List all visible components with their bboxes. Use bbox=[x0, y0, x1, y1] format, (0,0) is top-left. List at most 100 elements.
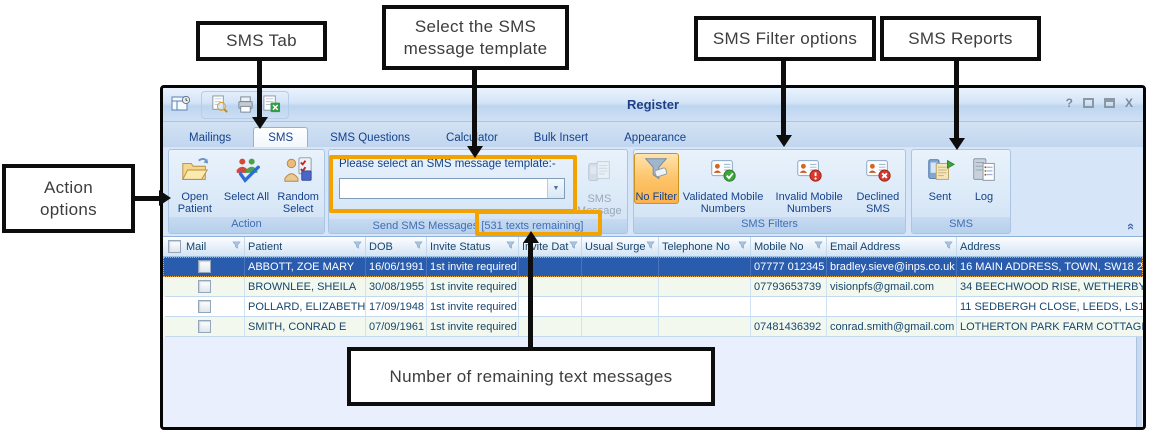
no-filter-button[interactable]: No Filter bbox=[634, 153, 679, 205]
server-log-icon bbox=[969, 155, 999, 190]
quick-access-toolbar bbox=[201, 90, 289, 119]
arrow-line bbox=[528, 243, 533, 347]
highlight-template-area bbox=[329, 155, 577, 213]
select-all-checkbox[interactable] bbox=[168, 240, 181, 253]
close-icon[interactable]: X bbox=[1124, 96, 1133, 110]
table-row[interactable]: BROWNLEE, SHEILA 30/08/1955 1st invite r… bbox=[163, 277, 1143, 297]
title-bar: Register ? X bbox=[163, 88, 1143, 122]
funnel-icon[interactable] bbox=[569, 241, 578, 253]
texts-remaining-label: [531 texts remaining] bbox=[481, 219, 584, 232]
funnel-icon[interactable] bbox=[353, 241, 362, 253]
callout-action-options: Action options bbox=[2, 164, 135, 233]
patient-grid: Mail Patient DOB Invite Status Invite Da… bbox=[163, 237, 1143, 427]
maximize-icon[interactable] bbox=[1103, 98, 1115, 108]
card-warning-icon bbox=[794, 155, 824, 190]
callout-sms-tab: SMS Tab bbox=[196, 21, 327, 61]
column-header-dob[interactable]: DOB bbox=[366, 237, 427, 256]
help-icon[interactable]: ? bbox=[1065, 96, 1073, 110]
callout-remaining-texts: Number of remaining text messages bbox=[347, 347, 715, 406]
arrow-down-icon bbox=[252, 117, 268, 129]
group-action: Open Patient Select All Random Select Ac… bbox=[168, 149, 325, 234]
table-row[interactable]: ABBOTT, ZOE MARY 16/06/1991 1st invite r… bbox=[163, 257, 1143, 277]
phone-document-icon bbox=[584, 157, 614, 192]
arrow-right-icon bbox=[159, 190, 171, 206]
row-checkbox[interactable] bbox=[198, 300, 211, 313]
open-patient-button[interactable]: Open Patient bbox=[169, 153, 221, 217]
scrollbar-track[interactable] bbox=[1136, 337, 1142, 427]
column-header-mobile[interactable]: Mobile No bbox=[751, 237, 827, 256]
row-checkbox[interactable] bbox=[198, 320, 211, 333]
window-controls: ? X bbox=[1066, 97, 1133, 109]
column-header-telephone[interactable]: Telephone No bbox=[659, 237, 751, 256]
invalid-mobile-numbers-button[interactable]: Invalid Mobile Numbers bbox=[768, 153, 851, 217]
chevron-down-icon[interactable]: ▼ bbox=[547, 179, 564, 198]
tab-mailings[interactable]: Mailings bbox=[189, 132, 232, 144]
ribbon: Open Patient Select All Random Select Ac… bbox=[163, 147, 1143, 237]
arrow-down-icon bbox=[949, 138, 965, 150]
card-cross-icon bbox=[863, 155, 893, 190]
select-all-button[interactable]: Select All bbox=[221, 153, 273, 204]
table-row[interactable]: POLLARD, ELIZABETH 17/09/1948 1st invite… bbox=[163, 297, 1143, 317]
group-sms-filters: No Filter Validated Mobile Numbers Inval… bbox=[633, 149, 906, 234]
app-grid-icon[interactable] bbox=[169, 93, 193, 117]
sms-message-button[interactable]: SMS Message bbox=[574, 155, 625, 219]
row-checkbox[interactable] bbox=[198, 280, 211, 293]
funnel-icon[interactable] bbox=[506, 241, 515, 253]
callout-select-template: Select the SMS message template bbox=[382, 5, 569, 70]
tab-calculator[interactable]: Calculator bbox=[432, 128, 512, 147]
arrow-line bbox=[257, 61, 262, 117]
arrow-down-icon bbox=[467, 146, 483, 158]
arrow-line bbox=[781, 61, 786, 135]
arrow-line bbox=[954, 61, 959, 138]
tab-sms-questions[interactable]: SMS Questions bbox=[330, 132, 411, 144]
table-row[interactable]: SMITH, CONRAD E 07/09/1961 1st invite re… bbox=[163, 317, 1143, 337]
callout-filter-options: SMS Filter options bbox=[694, 16, 876, 61]
card-check-icon bbox=[708, 155, 738, 190]
group-caption-sms: SMS bbox=[912, 217, 1010, 233]
ribbon-tab-bar: Mailings SMS SMS Questions Calculator Bu… bbox=[163, 122, 1143, 147]
arrow-line bbox=[472, 70, 477, 146]
group-caption-filters: SMS Filters bbox=[634, 217, 905, 233]
tab-bulk-insert[interactable]: Bulk Insert bbox=[533, 132, 589, 144]
arrow-down-icon bbox=[776, 135, 792, 147]
funnel-icon[interactable] bbox=[646, 241, 655, 253]
people-check-icon bbox=[232, 155, 262, 190]
callout-sms-reports: SMS Reports bbox=[880, 16, 1041, 61]
print-icon[interactable] bbox=[234, 94, 256, 116]
grid-header: Mail Patient DOB Invite Status Invite Da… bbox=[163, 237, 1143, 257]
sent-button[interactable]: Sent bbox=[917, 153, 963, 204]
tab-sms[interactable]: SMS bbox=[253, 127, 309, 147]
random-select-button[interactable]: Random Select bbox=[272, 153, 324, 217]
register-window: Register ? X Mailings SMS SMS Questions … bbox=[160, 85, 1146, 430]
column-header-mail[interactable]: Mail bbox=[165, 237, 245, 256]
funnel-icon[interactable] bbox=[738, 241, 747, 253]
phone-sent-icon bbox=[925, 155, 956, 190]
page-title: Register bbox=[626, 97, 680, 112]
validated-mobile-numbers-button[interactable]: Validated Mobile Numbers bbox=[679, 153, 768, 217]
funnel-icon[interactable] bbox=[232, 241, 241, 253]
print-preview-icon[interactable] bbox=[208, 94, 230, 116]
funnel-icon[interactable] bbox=[414, 241, 423, 253]
tab-appearance[interactable]: Appearance bbox=[624, 132, 687, 144]
template-combobox[interactable]: ▼ bbox=[339, 178, 565, 199]
column-header-email[interactable]: Email Address bbox=[827, 237, 957, 256]
person-checklist-icon bbox=[283, 155, 313, 190]
collapse-ribbon-icon[interactable]: « bbox=[1123, 222, 1139, 231]
funnel-icon[interactable] bbox=[944, 241, 953, 253]
column-header-patient[interactable]: Patient bbox=[245, 237, 366, 256]
log-button[interactable]: Log bbox=[963, 153, 1005, 204]
open-folder-icon bbox=[180, 155, 210, 190]
declined-sms-button[interactable]: Declined SMS bbox=[851, 153, 905, 217]
restore-icon[interactable] bbox=[1082, 98, 1094, 108]
arrow-line bbox=[135, 196, 159, 201]
excel-export-icon[interactable] bbox=[260, 94, 282, 116]
column-header-invite-date[interactable]: Invite Date bbox=[519, 237, 582, 256]
column-header-address[interactable]: Address bbox=[960, 240, 1001, 253]
template-label: Please select an SMS message template:- bbox=[339, 158, 556, 170]
row-checkbox[interactable] bbox=[198, 260, 211, 273]
funnel-icon[interactable] bbox=[814, 241, 823, 253]
arrow-up-icon bbox=[523, 231, 539, 243]
column-header-usual-surgery[interactable]: Usual Surgery bbox=[582, 237, 659, 256]
group-caption-action: Action bbox=[169, 217, 324, 233]
column-header-invite-status[interactable]: Invite Status bbox=[427, 237, 519, 256]
